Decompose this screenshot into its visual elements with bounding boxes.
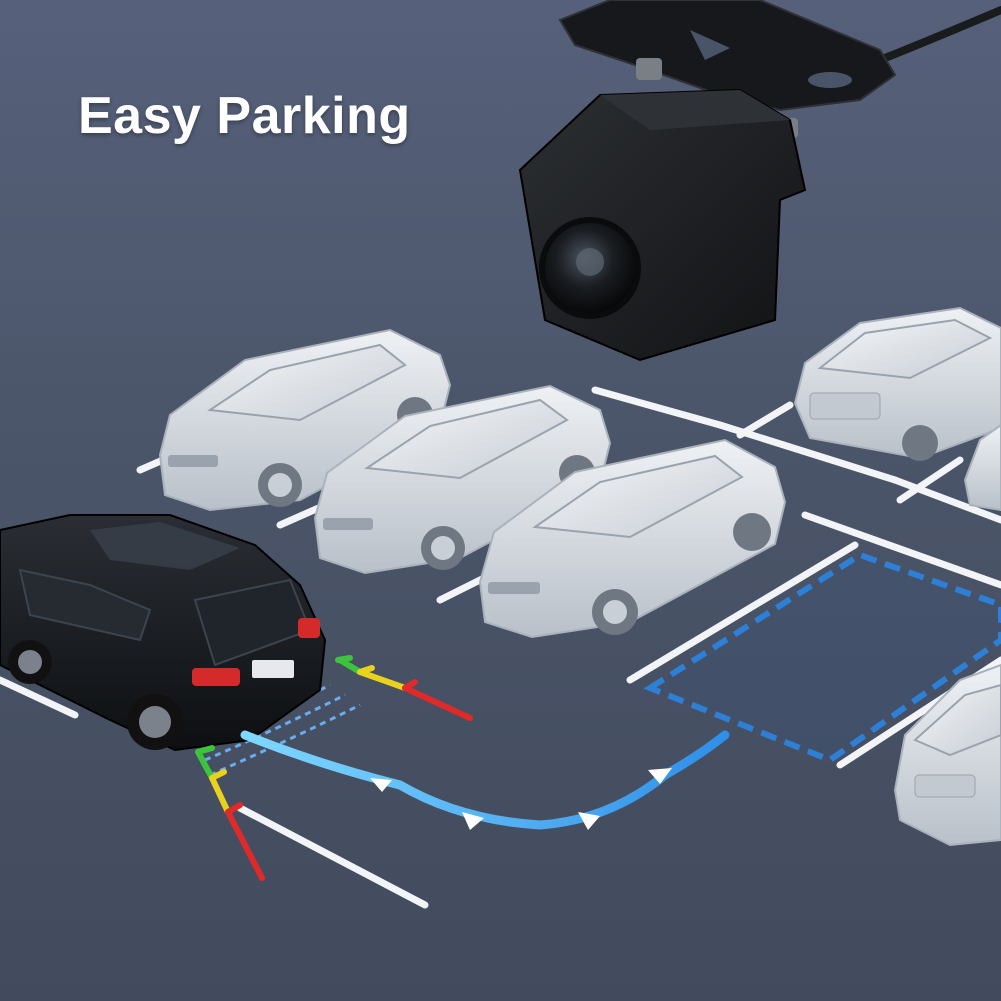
headline: Easy Parking: [78, 87, 411, 145]
parked-car: [158, 306, 1001, 847]
rear-camera: [518, 0, 1001, 362]
target-parking-slot: [643, 551, 1001, 764]
reverse-path: [240, 730, 730, 830]
parking-lines: [0, 386, 1001, 909]
parking-guide-lines: [195, 655, 473, 881]
path-arrow: [370, 778, 392, 792]
path-arrow: [578, 812, 600, 830]
path-arrow: [462, 812, 484, 830]
path-arrow: [648, 768, 672, 784]
black-suv: [0, 514, 327, 752]
